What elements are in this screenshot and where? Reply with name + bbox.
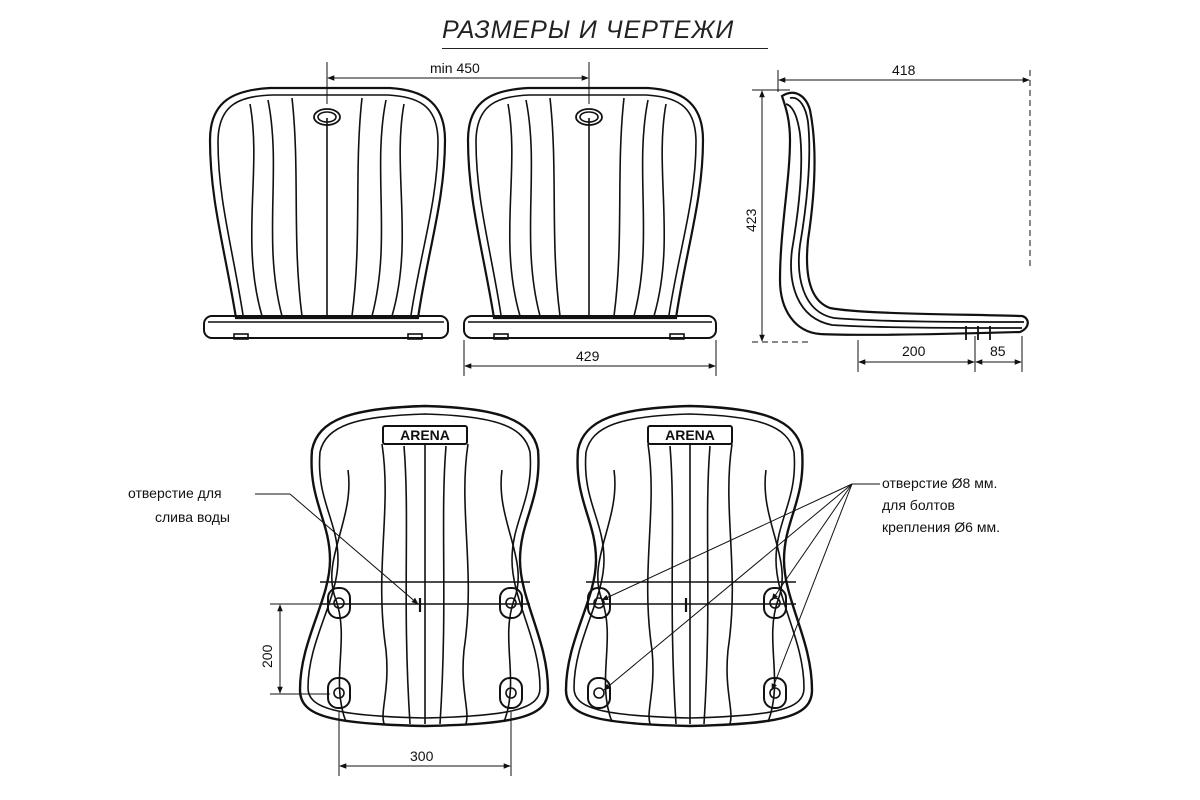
- bolt-hole-label-1: отверстие Ø8 мм.: [882, 475, 997, 491]
- page-title: РАЗМЕРЫ И ЧЕРТЕЖИ: [442, 16, 735, 44]
- logo-text-right: ARENA: [665, 427, 715, 443]
- dim-width-min: min 450: [430, 60, 480, 76]
- dim-depth: 418: [892, 62, 916, 78]
- bolt-hole-label-3: крепления Ø6 мм.: [882, 519, 1000, 535]
- drain-hole-label-1: отверстие для: [128, 485, 222, 501]
- dim-front-offset: 85: [990, 343, 1006, 359]
- bottom-view-right: [564, 404, 814, 728]
- side-view: [778, 91, 1029, 340]
- front-view-left: [203, 86, 449, 340]
- dimension-lines: [326, 62, 1031, 376]
- drain-hole-label-2: слива воды: [155, 509, 230, 525]
- callout-leaders: [255, 483, 880, 691]
- logo-text-left: ARENA: [400, 427, 450, 443]
- bottom-dimension-lines: [270, 603, 512, 776]
- bolt-hole-label-2: для болтов: [882, 497, 955, 513]
- dim-base-width: 429: [576, 348, 600, 364]
- dim-hole-vertical: 200: [259, 644, 275, 668]
- bottom-view-left: [298, 404, 550, 728]
- front-view-right: [463, 86, 717, 340]
- dim-height: 423: [743, 208, 759, 232]
- dim-seat-depth: 200: [902, 343, 926, 359]
- dim-hole-horizontal: 300: [410, 748, 434, 764]
- title-underline: [442, 48, 768, 49]
